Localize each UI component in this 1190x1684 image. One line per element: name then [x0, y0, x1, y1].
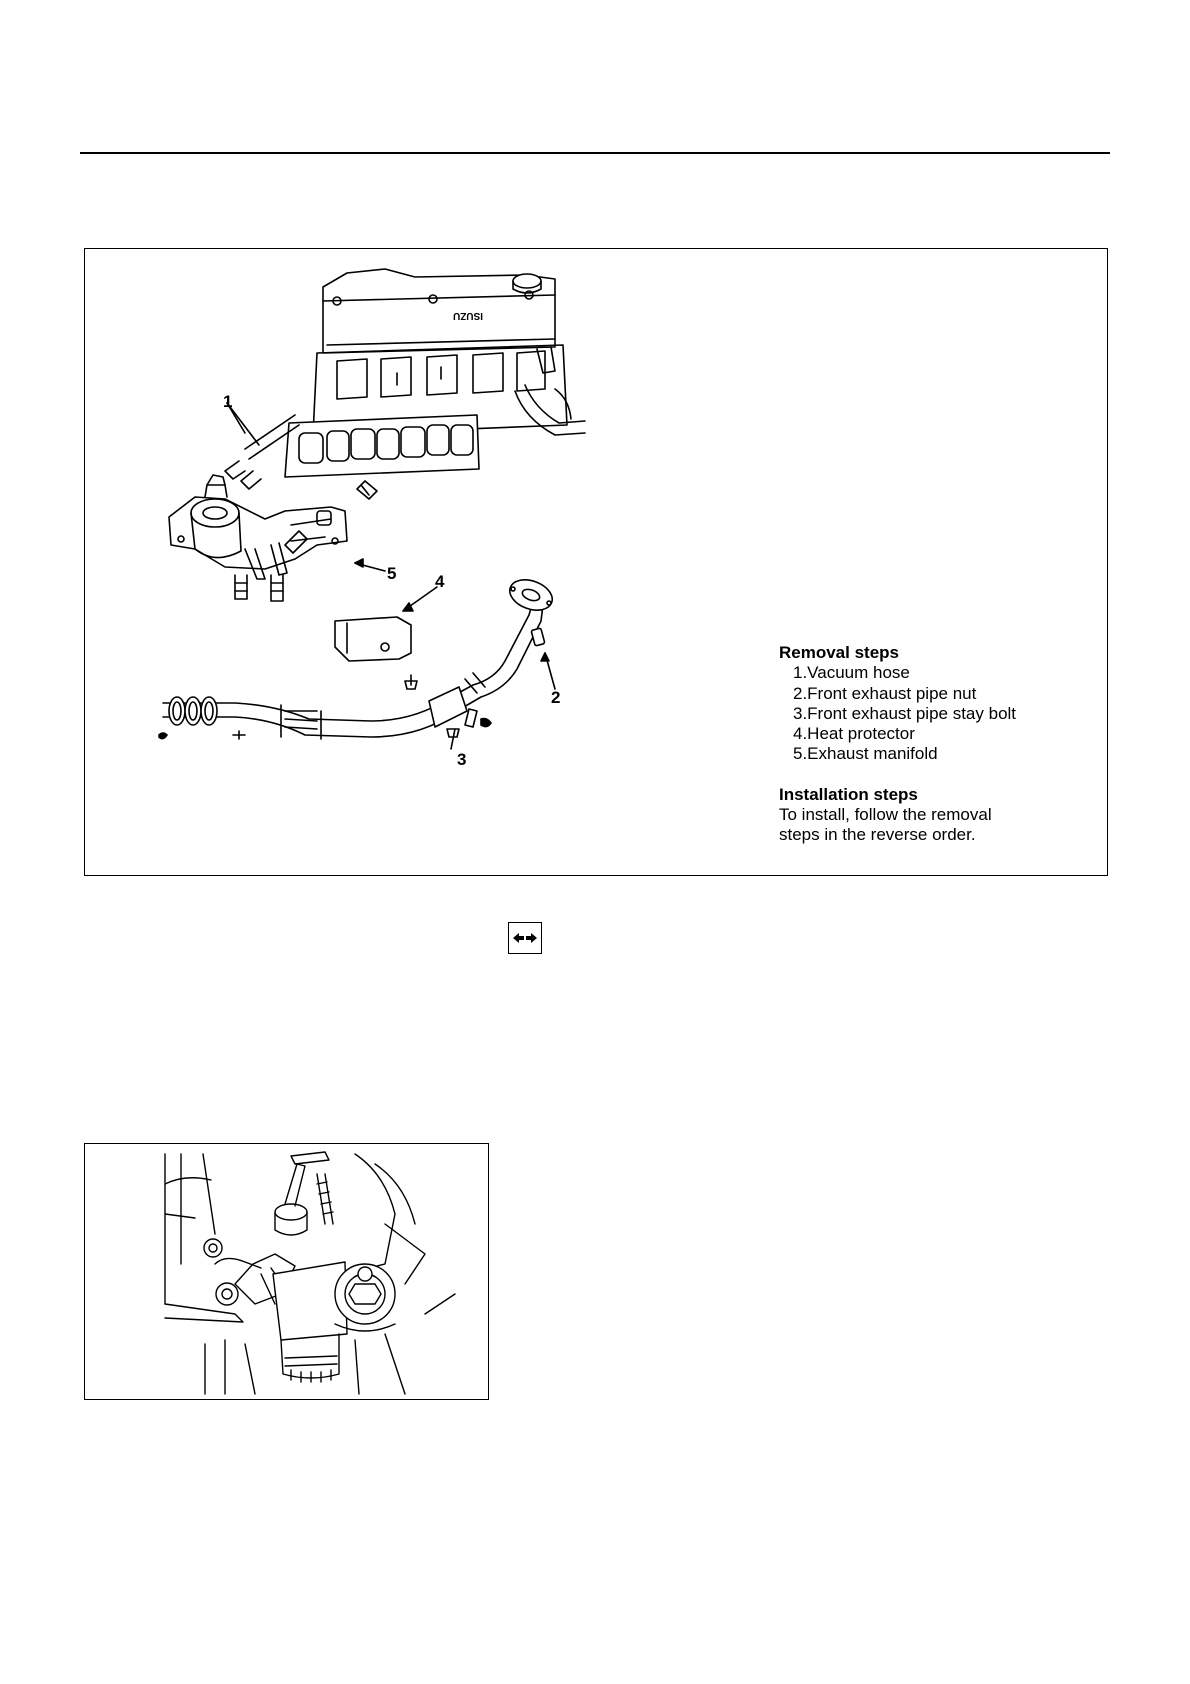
removal-step: 5.Exhaust manifold — [779, 744, 1089, 764]
removal-step: 4.Heat protector — [779, 724, 1089, 744]
removal-step: 3.Front exhaust pipe stay bolt — [779, 704, 1089, 724]
removal-step: 1.Vacuum hose — [779, 663, 1089, 683]
callout-4: 4 — [435, 573, 444, 590]
callout-2: 2 — [551, 689, 560, 706]
callout-3: 3 — [457, 751, 466, 768]
installation-line: To install, follow the removal — [779, 805, 1089, 825]
exhaust-manifold-figure: ISUZU — [84, 248, 1108, 876]
engine-mount-figure — [84, 1143, 489, 1400]
callout-1: 1 — [223, 393, 232, 410]
engine-logo: ISUZU — [453, 310, 483, 321]
removal-heading: Removal steps — [779, 643, 1089, 663]
engine-mount-illustration — [85, 1144, 489, 1400]
installation-heading: Installation steps — [779, 785, 1089, 805]
procedure-text: Removal steps 1.Vacuum hose 2.Front exha… — [779, 643, 1089, 846]
callout-5: 5 — [387, 565, 396, 582]
double-arrow-icon — [512, 931, 538, 945]
installation-line: steps in the reverse order. — [779, 825, 1089, 845]
removal-step: 2.Front exhaust pipe nut — [779, 684, 1089, 704]
removal-installation-symbol — [508, 922, 542, 954]
header-rule — [80, 152, 1110, 154]
